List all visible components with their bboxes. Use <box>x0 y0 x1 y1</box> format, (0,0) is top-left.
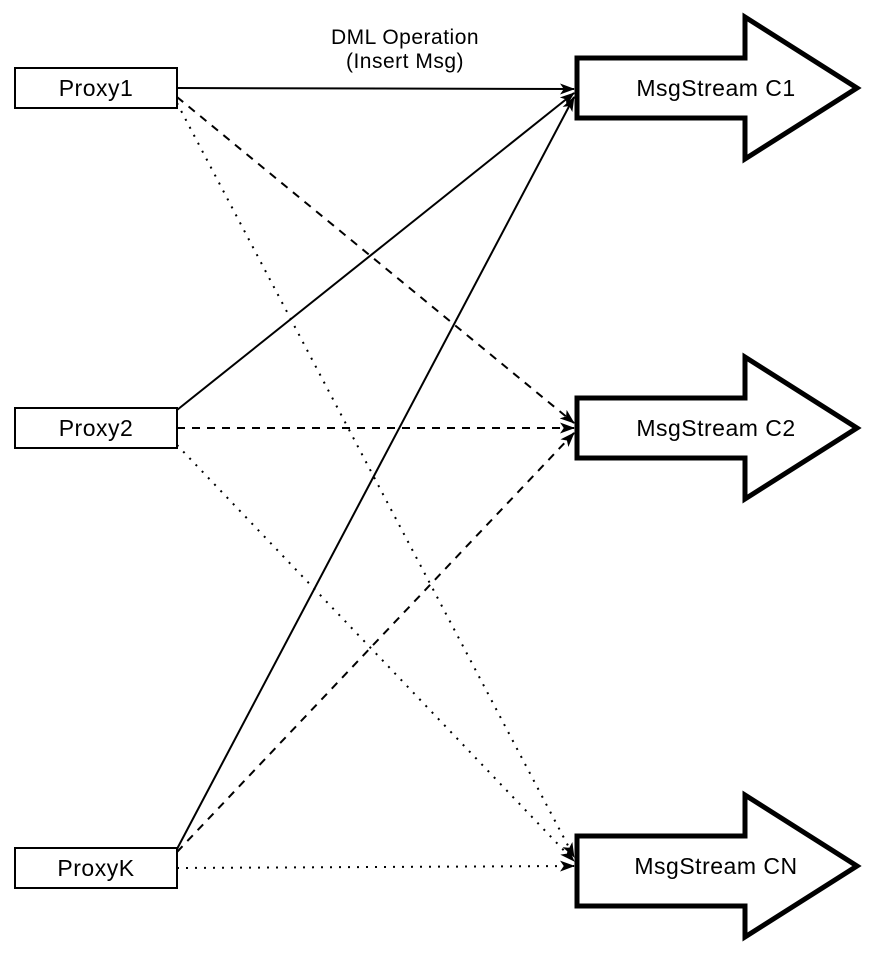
proxyk-label: ProxyK <box>57 855 134 881</box>
proxy2-label: Proxy2 <box>59 415 134 441</box>
edge-proxy2-c1 <box>176 92 575 411</box>
msgstream-cn-label: MsgStream CN <box>634 853 797 879</box>
edge-proxyk-cn <box>176 860 575 872</box>
diagram-title-line2: (Insert Msg) <box>346 50 464 73</box>
proxy1-label: Proxy1 <box>59 75 134 101</box>
node-proxy1: Proxy1 <box>14 67 178 109</box>
node-proxy2: Proxy2 <box>14 407 178 449</box>
msgstream-c1-arrow-shape <box>574 12 862 164</box>
edge-proxy1-cn <box>176 102 575 858</box>
node-msgstream-cn: MsgStream CN <box>574 790 862 942</box>
diagram-title: DML Operation (Insert Msg) <box>331 26 479 73</box>
edge-proxy1-c1 <box>176 83 575 95</box>
edges-layer <box>176 83 575 872</box>
edge-proxy2-cn <box>176 444 575 862</box>
msgstream-c2-arrow-shape <box>574 352 862 504</box>
proxyk-box <box>14 847 178 889</box>
proxy1-box <box>14 67 178 109</box>
proxy2-box <box>14 407 178 449</box>
msgstream-c1-label: MsgStream C1 <box>636 75 795 101</box>
node-msgstream-c1: MsgStream C1 <box>574 12 862 164</box>
msgstream-c2-label: MsgStream C2 <box>636 415 795 441</box>
diagram-title-line1: DML Operation <box>331 26 479 49</box>
msgstream-cn-arrow-shape <box>574 790 862 942</box>
edge-proxyk-c1 <box>176 96 575 850</box>
edge-proxy1-c2 <box>176 96 575 424</box>
edge-proxyk-c2 <box>176 432 575 853</box>
node-msgstream-c2: MsgStream C2 <box>574 352 862 504</box>
node-proxyk: ProxyK <box>14 847 178 889</box>
